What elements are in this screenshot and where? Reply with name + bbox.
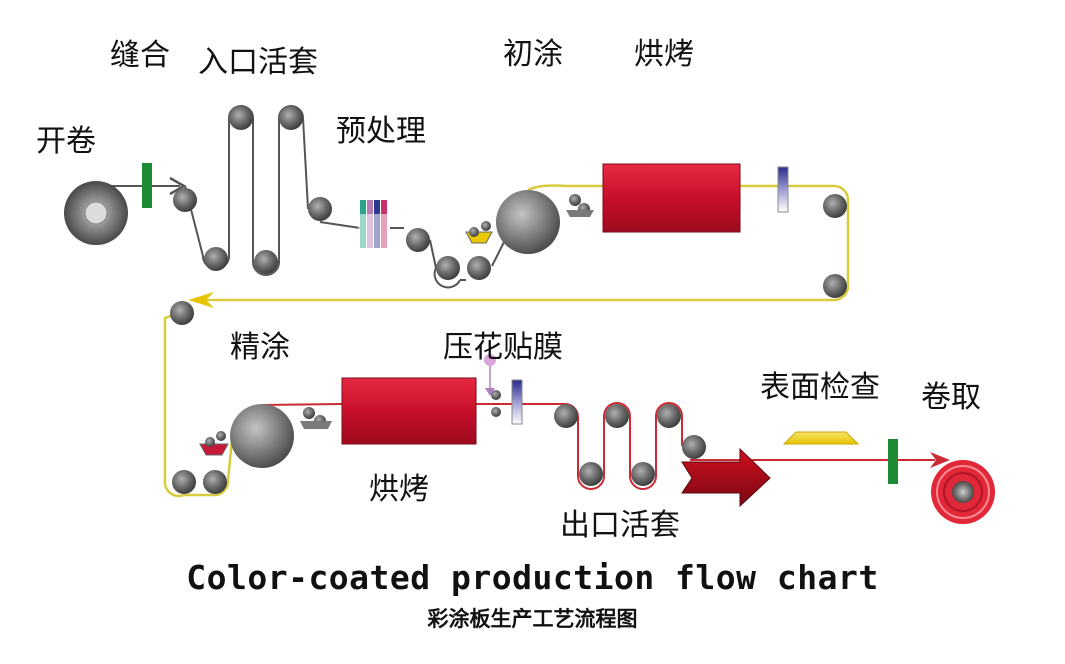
exit-looper-rollers (554, 404, 706, 486)
recoiler (931, 460, 995, 524)
strip-direction-arrow-right-end (930, 452, 950, 468)
oven-bottom (341, 377, 477, 445)
label-finish-coating: 精涂 (230, 330, 290, 365)
exit-direction-arrow (681, 447, 771, 508)
strip-yellow-section (163, 184, 850, 498)
label-uncoiling: 开卷 (36, 124, 96, 159)
entry-arrow (152, 176, 187, 196)
uncoiler (64, 181, 128, 245)
turn-rollers-left (170, 301, 227, 494)
label-pretreatment: 预处理 (336, 114, 426, 149)
pretreatment-rollers (406, 228, 491, 280)
chart-subtitle: 彩涂板生产工艺流程图 (427, 607, 638, 631)
thickness-gauge-top (777, 166, 789, 213)
label-primer-coating: 初涂 (503, 37, 563, 72)
label-embossing-film: 压花贴膜 (443, 330, 563, 365)
label-recoiling: 卷取 (921, 380, 981, 415)
label-stitching: 缝合 (110, 38, 170, 73)
label-baking-top: 烘烤 (634, 37, 694, 72)
shear-green-bar (888, 439, 898, 484)
embossing-film-unit (484, 354, 501, 417)
stitcher-green-bar (142, 163, 152, 208)
label-exit-looper: 出口活套 (560, 508, 680, 543)
label-baking-bottom: 烘烤 (369, 472, 429, 507)
oven-top (602, 163, 741, 233)
chart-title: Color-coated production flow chart (186, 558, 879, 597)
inspection-station (782, 431, 860, 445)
turn-rollers-right (823, 194, 847, 298)
label-surface-inspection: 表面检查 (760, 370, 880, 405)
entry-looper-rollers (173, 106, 332, 274)
label-entry-looper: 入口活套 (198, 45, 318, 80)
thickness-gauge-bottom (511, 379, 523, 425)
strip-gray-section (97, 117, 506, 281)
strip-direction-arrow-left (188, 292, 214, 308)
primer-coater (465, 190, 594, 254)
finish-coater (199, 404, 332, 468)
pretreatment-tanks (358, 200, 390, 248)
